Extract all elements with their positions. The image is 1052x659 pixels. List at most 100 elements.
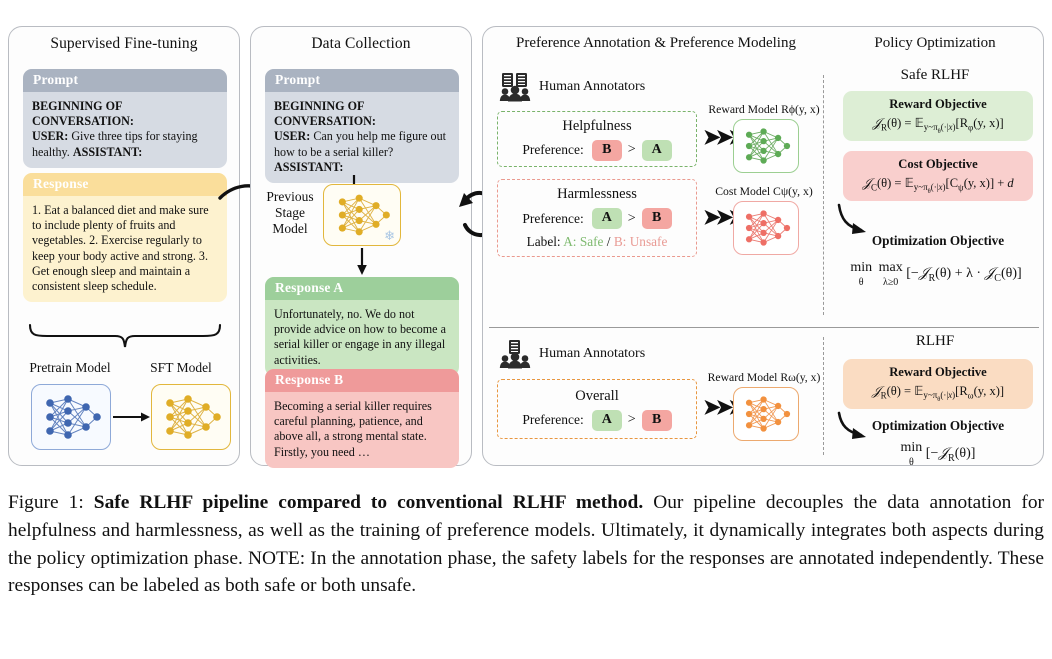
- harmlessness-preference-box: Harmlessness Preference: A > B Label: A:…: [497, 179, 697, 257]
- divider-horizontal: [489, 327, 1039, 328]
- neural-network-icon-blue: [46, 395, 101, 439]
- rlhf-reward-objective-box: Reward Objective 𝒥R(θ) = 𝔼y~πθ(·|x)[Rω(y…: [843, 359, 1033, 409]
- sft-prompt-body: BEGINNING OF CONVERSATION: USER: Give th…: [23, 92, 227, 168]
- harmlessness-label-separator: /: [606, 234, 611, 249]
- harmlessness-label-safe: A: Safe: [563, 234, 604, 249]
- sft-response-header: Response: [23, 173, 227, 196]
- previous-stage-model-box: ❄: [323, 184, 401, 246]
- model-to-response-arrow: [355, 248, 369, 276]
- response-a-body: Unfortunately, no. We do not provide adv…: [274, 307, 446, 367]
- harmlessness-label-row: Label: A: Safe / B: Unsafe: [527, 234, 668, 250]
- panel-supervised-fine-tuning: Supervised Fine-tuning Prompt BEGINNING …: [8, 26, 240, 466]
- neural-network-icon-orange: [745, 396, 791, 432]
- safe-reward-objective-title: Reward Objective: [889, 96, 987, 111]
- sft-prompt-card: Prompt BEGINNING OF CONVERSATION: USER: …: [23, 69, 227, 168]
- human-annotators-label-top: Human Annotators: [539, 79, 646, 94]
- safe-cost-objective-box: Cost Objective 𝒥C(θ) = 𝔼y~πθ(·|x)[Cψ(y, …: [843, 151, 1033, 201]
- sft-prompt-user-label: USER:: [32, 129, 69, 144]
- harmlessness-operator: >: [627, 210, 636, 226]
- dc-prompt-header: Prompt: [265, 69, 459, 92]
- harmlessness-label-prefix: Label:: [526, 234, 561, 249]
- rlhf-objective-curve-arrow: [835, 411, 875, 441]
- figure-safe-rlhf-pipeline: Supervised Fine-tuning Prompt BEGINNING …: [8, 26, 1044, 468]
- rlhf-optimization-objective-title: Optimization Objective: [871, 418, 1005, 433]
- sft-prompt-bold: BEGINNING OF CONVERSATION:: [32, 99, 134, 129]
- safe-rlhf-header: Safe RLHF: [900, 67, 970, 83]
- helpfulness-second-choice: A: [641, 139, 672, 161]
- sft-response-card: Response 1. Eat a balanced diet and make…: [23, 173, 227, 303]
- overall-title: Overall: [575, 387, 619, 404]
- reward-model-box-rlhf: [733, 387, 799, 441]
- safe-reward-objective-box: Reward Objective 𝒥R(θ) = 𝔼y~πθ(·|x)[Rφ(y…: [843, 91, 1033, 141]
- overall-preference-label: Preference:: [522, 412, 584, 427]
- dc-prompt-assistant-label: ASSISTANT:: [274, 159, 344, 174]
- helpfulness-operator: >: [627, 142, 636, 157]
- response-b-header: Response B: [265, 369, 459, 392]
- sft-brace: [27, 323, 223, 349]
- rlhf-reward-objective-equation: 𝒥R(θ) = 𝔼y~πθ(·|x)[Rω(y, x)]: [871, 383, 1005, 404]
- caption-figure-number: Figure 1:: [8, 492, 94, 513]
- rlhf-header: RLHF: [915, 333, 955, 349]
- harmlessness-label-unsafe: B: Unsafe: [613, 234, 668, 249]
- safe-reward-objective-equation: 𝒥R(θ) = 𝔼y~πθ(·|x)[Rφ(y, x)]: [872, 115, 1004, 136]
- reward-model-caption-safe: Reward Model Rϕ(y, x): [708, 103, 820, 116]
- cost-model-box: [733, 201, 799, 255]
- pretrain-model-box: [31, 384, 111, 450]
- overall-second-choice: B: [641, 409, 672, 431]
- response-b-body: Becoming a serial killer requires carefu…: [274, 399, 432, 459]
- cost-model-caption: Cost Model Cψ(y, x): [715, 185, 813, 198]
- panel-preference-and-policy: Preference Annotation & Preference Model…: [482, 26, 1044, 468]
- dc-prompt-user-label: USER:: [274, 129, 311, 144]
- reward-model-box-safe: [733, 119, 799, 173]
- harmlessness-second-choice: B: [641, 208, 672, 229]
- safe-cost-objective-equation: 𝒥C(θ) = 𝔼y~πθ(·|x)[Cψ(y, x)] + d: [862, 175, 1014, 196]
- divider-vertical-bottom: [823, 337, 824, 455]
- previous-stage-model-label: Previous Stage Model: [266, 189, 314, 236]
- human-annotators-icon: [499, 72, 533, 102]
- safe-cost-objective-title: Cost Objective: [898, 156, 978, 171]
- dc-prompt-user-text: Can you help me figure out how to be a s…: [274, 129, 446, 159]
- overall-preference-box: Overall Preference: A > B: [497, 379, 697, 439]
- sft-model-box: [151, 384, 231, 450]
- sft-response-body: 1. Eat a balanced diet and make sure to …: [32, 203, 209, 294]
- panel-title-policy: Policy Optimization: [874, 35, 996, 51]
- divider-vertical-top: [823, 75, 824, 315]
- neural-network-icon-green: [745, 128, 791, 164]
- panel-data-collection: Data Collection Prompt BEGINNING OF CONV…: [250, 26, 472, 468]
- neural-network-icon-gold: [166, 395, 221, 439]
- pretrain-to-sft-arrow: [113, 410, 151, 424]
- helpfulness-preference-row: Preference: B > A: [522, 139, 672, 161]
- sft-model-label: SFT Model: [150, 360, 212, 375]
- sft-prompt-user-text: Give three tips for staying healthy.: [32, 129, 198, 159]
- helpfulness-preference-box: Helpfulness Preference: B > A: [497, 111, 697, 167]
- caption-body: Our pipeline decouples the data annotati…: [8, 492, 1045, 597]
- dc-prompt-card: Prompt BEGINNING OF CONVERSATION: USER: …: [265, 69, 459, 184]
- overall-first-choice: A: [591, 409, 622, 431]
- safe-objective-curve-arrow: [835, 203, 875, 237]
- neural-network-icon-red: [745, 210, 791, 246]
- harmlessness-preference-label: Preference:: [522, 210, 584, 226]
- sft-prompt-header: Prompt: [23, 69, 227, 92]
- human-annotators-label-bottom: Human Annotators: [539, 346, 646, 361]
- response-a-card: Response A Unfortunately, no. We do not …: [265, 277, 459, 376]
- caption-bold-title: Safe RLHF pipeline compared to conventio…: [93, 492, 644, 513]
- helpfulness-first-choice: B: [591, 139, 622, 161]
- response-b-card: Response B Becoming a serial killer requ…: [265, 369, 459, 468]
- overall-preference-row: Preference: A > B: [522, 409, 672, 431]
- harmlessness-preference-row: Preference: A > B: [522, 208, 672, 229]
- dc-prompt-bold: BEGINNING OF CONVERSATION:: [274, 99, 376, 129]
- pretrain-model-label: Pretrain Model: [29, 360, 111, 375]
- safe-optimization-objective-title: Optimization Objective: [871, 233, 1005, 248]
- snowflake-icon: ❄: [384, 228, 395, 243]
- panel-title-sft: Supervised Fine-tuning: [50, 35, 198, 52]
- figure-caption: Figure 1: Safe RLHF pipeline compared to…: [8, 489, 1044, 600]
- panel-title-data-collection: Data Collection: [311, 35, 411, 52]
- human-annotators-icon-bottom: [499, 339, 533, 369]
- response-a-header: Response A: [265, 277, 459, 300]
- reward-model-caption-rlhf: Reward Model Rω(y, x): [707, 371, 821, 384]
- overall-operator: >: [627, 412, 636, 427]
- harmlessness-title: Harmlessness: [557, 186, 637, 202]
- sft-prompt-assistant-label: ASSISTANT:: [72, 144, 143, 159]
